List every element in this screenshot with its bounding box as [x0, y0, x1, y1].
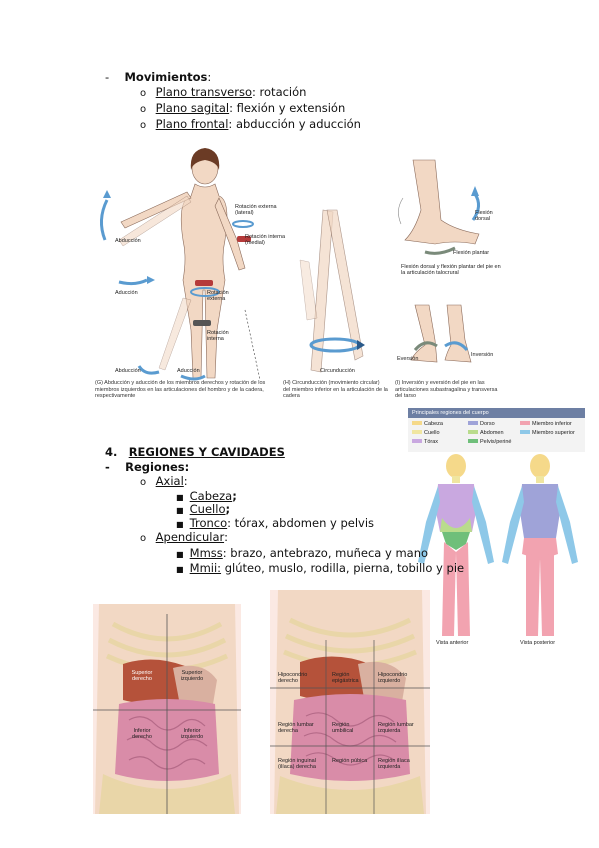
plane-term: Plano frontal	[155, 117, 229, 131]
flexion-caption: Flexión dorsal y flexión plantar del pie…	[401, 264, 501, 276]
movements-illustration	[100, 148, 480, 381]
abdominal-quadrants-figure: Superior derecho Superior izquierdo Infe…	[93, 604, 241, 814]
legend-header: Principales regiones del cuerpo	[408, 408, 585, 418]
label-aduccion-leg: Aducción	[177, 368, 200, 374]
plane-term: Plano sagital	[155, 101, 230, 115]
apendicular-term: Mmii:	[189, 561, 222, 575]
posterior-body	[502, 454, 578, 636]
regions-subtitle: Regiones:	[125, 460, 190, 474]
legend-swatch	[520, 421, 530, 425]
movements-heading: - Movimientos:	[105, 70, 211, 85]
region-label: Región púbica	[332, 758, 368, 764]
label-rot-ext-leg: Rotación externa	[207, 290, 229, 302]
plane-desc: : rotación	[252, 85, 307, 99]
label-aduccion-arm: Aducción	[115, 290, 138, 296]
quadrant-label: Inferior izquierdo	[180, 728, 204, 740]
movement-item: o Plano sagital: flexión y extensión	[140, 101, 346, 115]
axial-term: Tronco	[189, 516, 228, 530]
label-rot-int: Rotación interna (medial)	[245, 234, 286, 246]
label-inversion: Inversión	[471, 352, 494, 358]
label-flex-dorsal: Flexión dorsal	[475, 210, 493, 222]
label-eversion: Eversión	[397, 356, 419, 362]
label-rot-ext: Rotación externa (lateral)	[235, 204, 277, 216]
region-label: Región epigástrica	[332, 672, 359, 684]
legend-item: Cabeza	[412, 421, 443, 427]
body-regions-figure: Principales regiones del cuerpo Cabeza D…	[408, 408, 585, 648]
plane-desc: : abducción y aducción	[228, 117, 361, 131]
quadrant-label: Inferior derecho	[132, 728, 152, 740]
circumduction-leg	[299, 209, 365, 373]
legend-swatch	[412, 430, 422, 434]
movement-item: o Plano frontal: abducción y aducción	[140, 117, 361, 131]
region-label: Región ilíaca izquierda	[378, 758, 410, 770]
woman-figure	[100, 148, 261, 381]
axial-item: ■ Tronco: tórax, abdomen y pelvis	[176, 516, 375, 530]
dash: -	[105, 70, 110, 84]
view-anterior: Vista anterior	[436, 640, 469, 646]
quadrant-label: Superior derecho	[131, 670, 153, 682]
legend-swatch	[468, 430, 478, 434]
apendicular-heading: o Apendicular:	[140, 530, 228, 544]
foot-illustrations	[398, 159, 480, 363]
nine-regions-illustration	[270, 590, 430, 814]
section-title: REGIONES Y CAVIDADES	[128, 445, 285, 459]
label-circunduccion: Circunducción	[320, 368, 355, 374]
legend-item: Tórax	[412, 439, 438, 445]
quadrants-illustration	[93, 604, 241, 814]
section-heading: 4. REGIONES Y CAVIDADES	[105, 445, 285, 460]
movements-figure: Rotación externa (lateral) Rotación inte…	[95, 140, 505, 410]
legend-swatch	[468, 439, 478, 443]
axial-term: Cabeza	[189, 489, 233, 503]
region-label: Hipocondrio izquierdo	[378, 672, 408, 684]
legend-swatch	[520, 430, 530, 434]
legend-item: Cuello	[412, 430, 440, 436]
label-abduccion-leg: Abducción	[115, 368, 141, 374]
legend-item: Pelvis/periné	[468, 439, 512, 445]
view-posterior: Vista posterior	[520, 640, 556, 646]
movements-title: Movimientos	[124, 70, 208, 84]
legend-item: Dorso	[468, 421, 495, 427]
axial-term: Cuello	[189, 502, 226, 516]
axial-heading: o Axial:	[140, 474, 188, 488]
legend-swatch	[412, 421, 422, 425]
apendicular-item: ■ Mmss: brazo, antebrazo, muñeca y mano	[176, 546, 429, 560]
region-label: Región lumbar izquierda	[378, 722, 414, 734]
section-number: 4.	[105, 445, 118, 459]
caption-g: (G) Abducción y aducción de los miembros…	[95, 380, 266, 399]
region-label: Región lumbar derecha	[278, 722, 314, 734]
axial-term: Axial	[155, 474, 184, 488]
movement-item: o Plano transverso: rotación	[140, 85, 307, 99]
label-rot-int-leg: Rotación interna	[207, 330, 229, 342]
plane-desc: : flexión y extensión	[229, 101, 346, 115]
legend-item: Miembro inferior	[520, 421, 572, 427]
dash: -	[105, 460, 110, 474]
quadrant-label: Superior izquierdo	[180, 670, 204, 682]
plane-term: Plano transverso	[155, 85, 253, 99]
axial-item: ■ Cabeza;	[176, 489, 237, 503]
legend-swatch	[412, 439, 422, 443]
label-flex-plantar: Flexión plantar	[453, 250, 490, 256]
legend-box: Cabeza Dorso Miembro inferior Cuello Abd…	[408, 418, 585, 452]
legend-item: Miembro superior	[520, 430, 575, 436]
apendicular-term: Apendicular	[155, 530, 225, 544]
caption-h: (H) Circunducción (movimiento circular) …	[283, 380, 388, 399]
apendicular-term: Mmss	[189, 546, 223, 560]
abdominal-nine-regions-figure: Hipocondrio derecho Región epigástrica H…	[270, 590, 430, 814]
axial-item: ■ Cuello;	[176, 502, 231, 516]
label-abduccion-arm: Abducción	[115, 238, 141, 244]
apendicular-item: ■ Mmii: glúteo, muslo, rodilla, pierna, …	[176, 561, 465, 575]
region-label: Hipocondrio derecho	[278, 672, 308, 684]
legend-item: Abdomen	[468, 430, 504, 436]
anterior-body	[418, 454, 494, 636]
colon: :	[207, 70, 212, 84]
legend-swatch	[468, 421, 478, 425]
caption-i: (I) Inversión y eversión del pie en las …	[395, 380, 498, 399]
region-label: Región inguinal (ilíaca) derecha	[278, 758, 316, 770]
regions-heading: - Regiones:	[105, 460, 189, 475]
body-regions-illustration	[418, 454, 578, 636]
region-label: Región umbilical	[332, 722, 354, 734]
